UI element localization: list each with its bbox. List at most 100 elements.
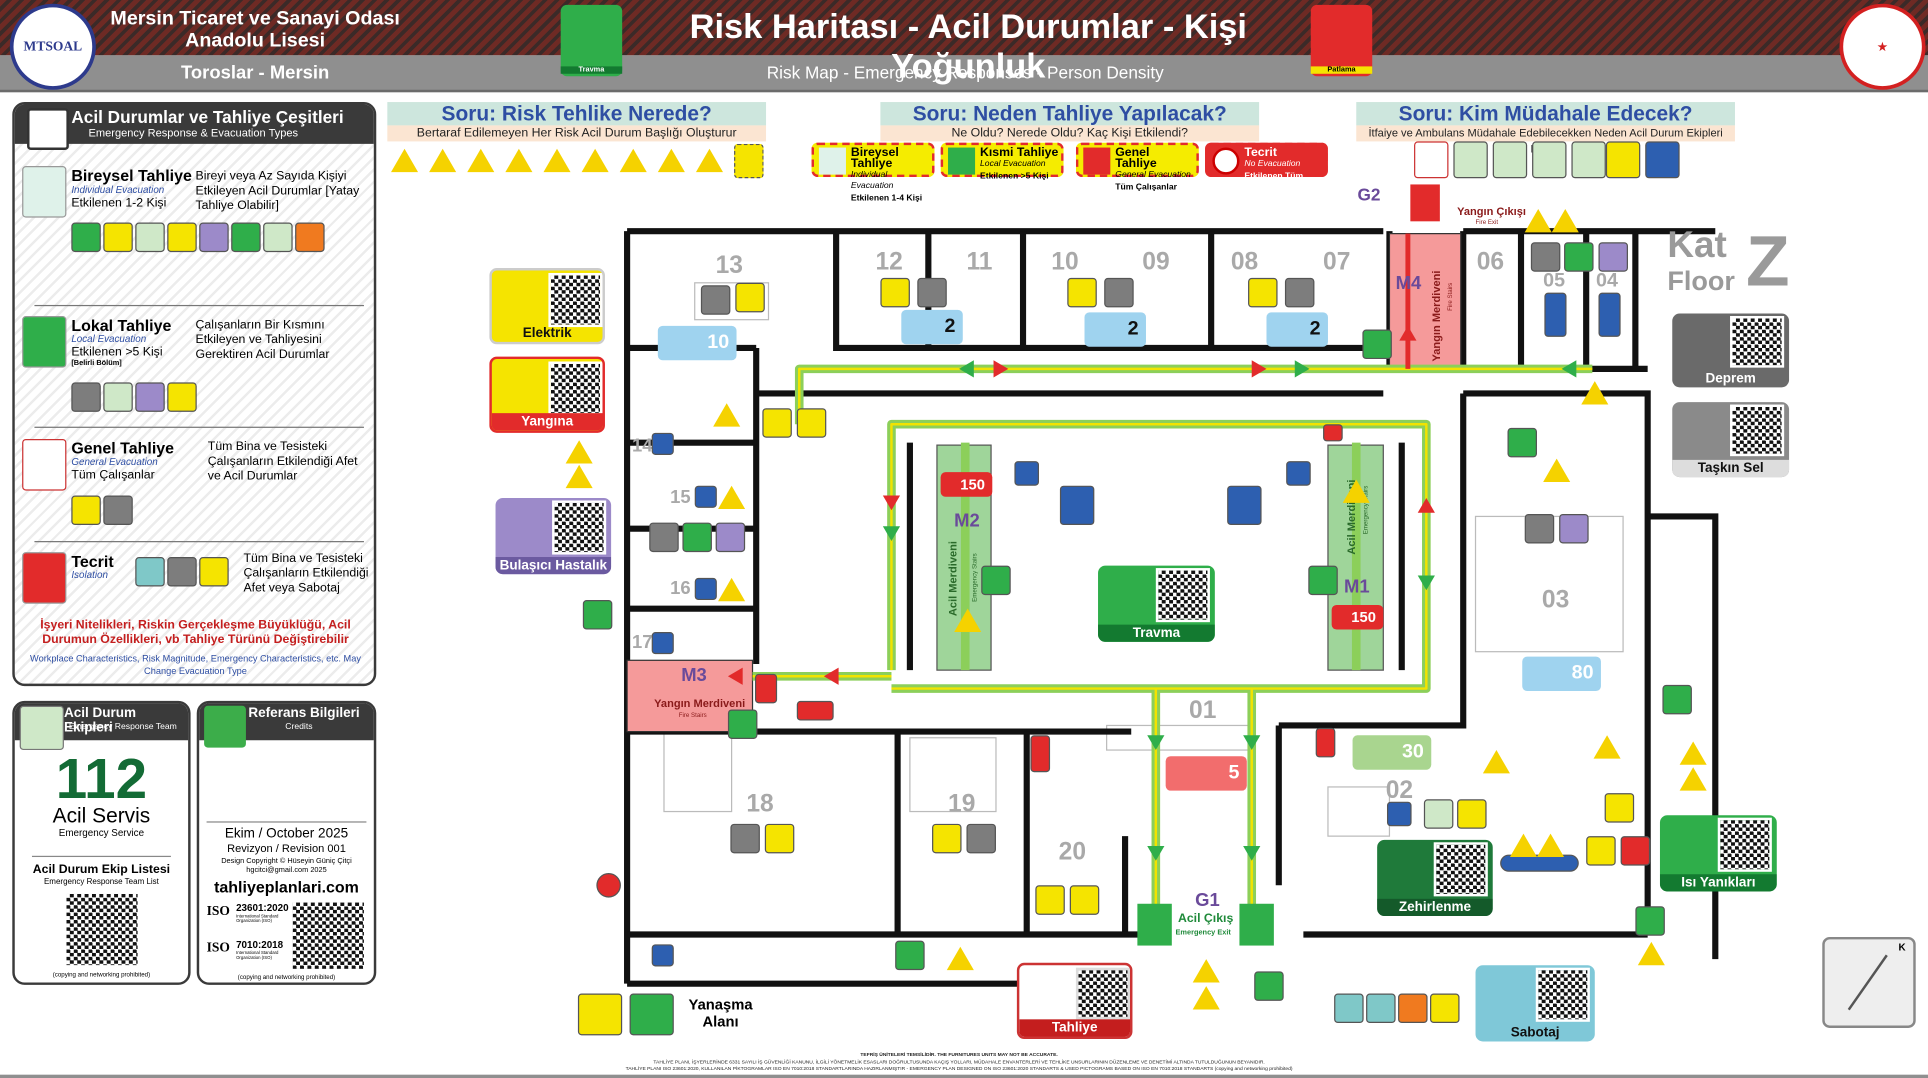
wc-icon xyxy=(1598,292,1621,337)
team-title: Acil Durum Ekipleri xyxy=(63,705,137,736)
rescue-team-icon xyxy=(1492,141,1528,179)
stairs-label-en: Fire Stairs xyxy=(678,711,707,720)
stairs-m4-label: M4 xyxy=(1395,272,1422,294)
fire-fighting-icon xyxy=(762,408,792,438)
toilet-icon xyxy=(1524,513,1555,544)
emergency-exit-sign-icon[interactable] xyxy=(1239,903,1274,946)
warning-icon xyxy=(695,148,724,173)
local-evacuation-icon xyxy=(22,316,67,368)
stairs-m3-label: M3 xyxy=(681,665,707,687)
burn-icon xyxy=(231,222,261,253)
warning-icon xyxy=(1192,959,1220,983)
team-icon xyxy=(19,705,64,751)
warning-icon xyxy=(505,148,533,173)
question-subtitle: İtfaiye ve Ambulans Müdahale Edebilecekk… xyxy=(1356,125,1735,155)
fire-exit-label-en: Fire Exit xyxy=(1475,218,1499,227)
website-link[interactable]: tahliyeplanlari.com xyxy=(214,877,359,897)
fire-exit-sign-icon xyxy=(1410,184,1440,222)
person-count-room-12: 2 xyxy=(901,309,963,345)
team-list-en: Emergency Response Team List xyxy=(43,877,159,887)
exit-g2-label: G2 xyxy=(1357,184,1381,205)
warning-icon xyxy=(718,577,746,602)
exit-photo-icon xyxy=(204,705,246,748)
fire-extinguisher-icon xyxy=(796,700,834,721)
electric-shock-icon xyxy=(1069,885,1100,915)
warning-icon xyxy=(565,464,593,489)
assembly-line1: Yanaşma xyxy=(688,995,753,1014)
credits-card: Referans Bilgileri Credits Ekim / Octobe… xyxy=(196,700,377,985)
qr-code[interactable] xyxy=(1535,967,1590,1022)
question-subtitle: Bertaraf Edilemeyen Her Risk Acil Durum … xyxy=(387,125,767,142)
badge-name: Tecrit xyxy=(1244,146,1277,160)
stairs-label: Acil Merdiveni xyxy=(946,541,960,617)
wc-icon xyxy=(651,432,674,455)
credits-email: hgcitci@gmail.com 2025 xyxy=(246,866,327,875)
qr-code[interactable] xyxy=(1717,817,1772,872)
qr-code[interactable] xyxy=(1155,568,1210,623)
badge-affected: Etkilenen Tüm Kişiler xyxy=(1244,172,1304,194)
type-desc: Bireyi veya Az Sayıda Kişiyi Etkileyen A… xyxy=(195,169,360,213)
warning-icon xyxy=(467,148,495,173)
infectious-disease-icon xyxy=(1559,513,1589,544)
fire-extinguisher-icon xyxy=(1030,735,1051,773)
website-qr-code[interactable] xyxy=(290,900,367,972)
qr-code[interactable] xyxy=(1433,842,1488,897)
fire-response-card: Yangına Müdahale xyxy=(489,356,605,433)
fire-fighting-icon xyxy=(71,495,101,526)
header-subband xyxy=(0,55,1928,93)
warning-icon xyxy=(1679,767,1707,791)
school-logo: MTSOAL xyxy=(9,3,96,90)
room-number: 20 xyxy=(1058,838,1087,866)
trauma-icon xyxy=(1507,427,1537,458)
qr-code[interactable] xyxy=(1075,967,1131,1020)
divider xyxy=(34,541,364,543)
iso-standard-2: 7010:2018 xyxy=(236,939,284,951)
technical-team-icon xyxy=(1605,141,1641,179)
burn-icon xyxy=(1620,836,1651,866)
trauma-icon xyxy=(1635,906,1665,936)
trauma-icon: Travma xyxy=(560,4,623,77)
toilet-icon xyxy=(1284,277,1315,308)
qr-code[interactable] xyxy=(552,500,607,555)
trauma-icon xyxy=(1362,329,1392,360)
badge-en: General Evacuation xyxy=(1115,170,1191,180)
room-number: 14 xyxy=(632,435,653,457)
warning-icon xyxy=(1537,833,1565,858)
electric-shock-icon xyxy=(103,222,133,253)
search-rescue-team-icon xyxy=(1453,141,1488,179)
fire-truck-icon xyxy=(577,993,623,1036)
accessible-icon xyxy=(1286,461,1311,486)
explosion-icon: Patlama xyxy=(1310,4,1373,77)
emergency-number: 112 xyxy=(55,746,148,811)
card-label: Taşkın Sel xyxy=(1672,459,1790,478)
warning-icon xyxy=(565,440,593,464)
fire-alarm-icon xyxy=(754,673,778,704)
question-why: Soru: Neden Tahliye Yapılacak? Ne Oldu? … xyxy=(880,102,1260,142)
floorplan-icon xyxy=(27,108,69,151)
badge-affected: Etkilenen 1-4 Kişi xyxy=(850,194,923,203)
person-count-room-13: 10 xyxy=(657,325,737,361)
page-subtitle: Risk Map - Emergency Responses - Person … xyxy=(766,62,1164,83)
person-count-m1: 150 xyxy=(1331,604,1384,630)
team-list-qr-code[interactable] xyxy=(63,891,141,968)
footer-note-1: TEFRİŞ ÜNİTELERİ TEMSİLİDİR. THE FURNITU… xyxy=(860,1051,1058,1058)
emergency-exit-sign-icon[interactable] xyxy=(1137,903,1172,946)
qr-code[interactable] xyxy=(548,361,603,416)
warning-icon xyxy=(657,148,685,173)
location: Toroslar - Mersin xyxy=(181,62,330,84)
compass-icon: K xyxy=(1822,936,1916,1028)
qr-code[interactable] xyxy=(1730,404,1785,457)
trauma-icon xyxy=(981,565,1011,596)
qr-code[interactable] xyxy=(548,272,603,328)
infectious-disease-icon xyxy=(1598,242,1628,272)
individual-evacuation-icon xyxy=(22,165,67,218)
type-en: Local Evacuation xyxy=(71,333,147,345)
person-count-room-01: 5 xyxy=(1165,756,1247,791)
iso-org: International Standard Organization (ISO… xyxy=(236,950,279,961)
chemical-team-icon xyxy=(1645,141,1680,179)
water-leak-icon xyxy=(71,382,101,412)
wc-icon xyxy=(694,577,717,601)
qr-code[interactable] xyxy=(1730,316,1785,368)
